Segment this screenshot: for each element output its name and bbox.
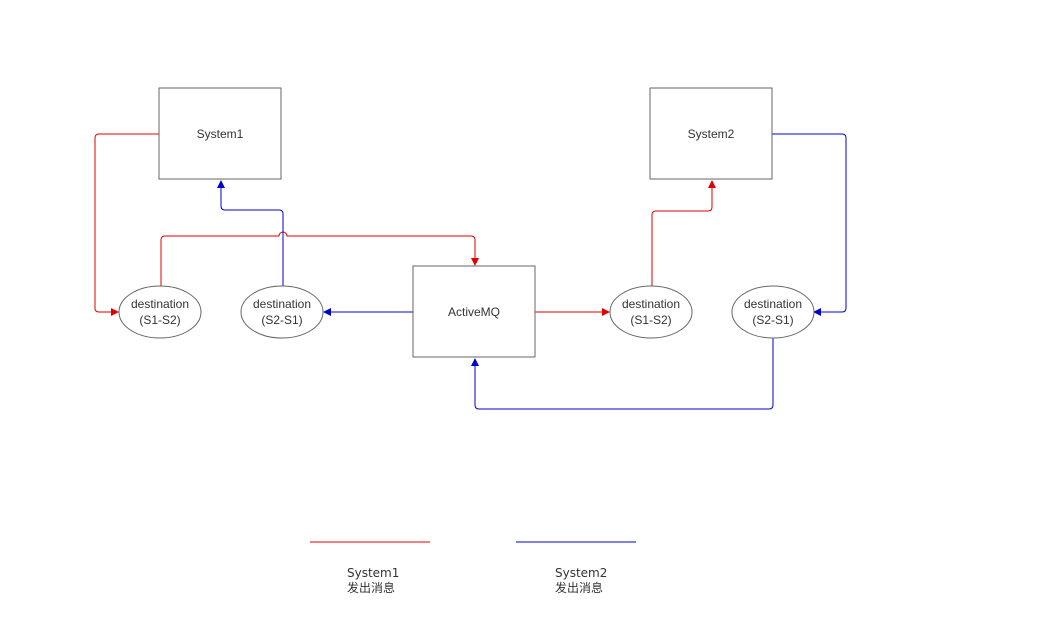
node-dest-left-s1s2-line2: (S1-S2) (139, 313, 180, 327)
legend-system2-line1: System2 (555, 566, 608, 580)
node-dest-right-s1s2-line2: (S1-S2) (630, 313, 671, 327)
node-dest-left-s2s1-line1: destination (253, 297, 311, 311)
edge-dest-right-s1s2-to-system2 (651, 180, 716, 286)
node-activemq-label: ActiveMQ (448, 305, 500, 319)
node-dest-left-s1s2-line1: destination (131, 297, 189, 311)
node-system2-label: System2 (688, 127, 735, 141)
node-dest-left-s2s1[interactable]: destination (S2-S1) (240, 285, 324, 339)
node-system1[interactable]: System1 (158, 87, 282, 180)
system2-flow-edges (217, 133, 847, 410)
edge-system1-to-dest-left-s1s2 (94, 133, 159, 316)
system1-flow-edges (94, 133, 716, 316)
node-system2[interactable]: System2 (649, 87, 773, 180)
node-activemq[interactable]: ActiveMQ (412, 265, 536, 358)
node-dest-right-s2s1-line2: (S2-S1) (752, 313, 793, 327)
node-dest-right-s2s1-line1: destination (744, 297, 802, 311)
legend-system1-label: System1 发出消息 (347, 566, 399, 596)
legend-system2-line2: 发出消息 (555, 581, 604, 595)
legend-system1-line2: 发出消息 (347, 581, 396, 595)
legend-system2-label: System2 发出消息 (555, 566, 607, 596)
legend-system1-line1: System1 (347, 566, 400, 580)
edge-dest-left-s2s1-to-system1 (217, 180, 284, 286)
edge-dest-right-s2s1-to-activemq (471, 338, 774, 410)
node-system1-label: System1 (197, 127, 244, 141)
node-dest-left-s2s1-line2: (S2-S1) (261, 313, 302, 327)
node-dest-right-s2s1[interactable]: destination (S2-S1) (731, 285, 815, 339)
node-dest-left-s1s2[interactable]: destination (S1-S2) (118, 285, 202, 339)
edge-system2-to-dest-right-s2s1 (772, 133, 847, 316)
node-dest-right-s1s2-line1: destination (622, 297, 680, 311)
node-dest-right-s1s2[interactable]: destination (S1-S2) (609, 285, 693, 339)
